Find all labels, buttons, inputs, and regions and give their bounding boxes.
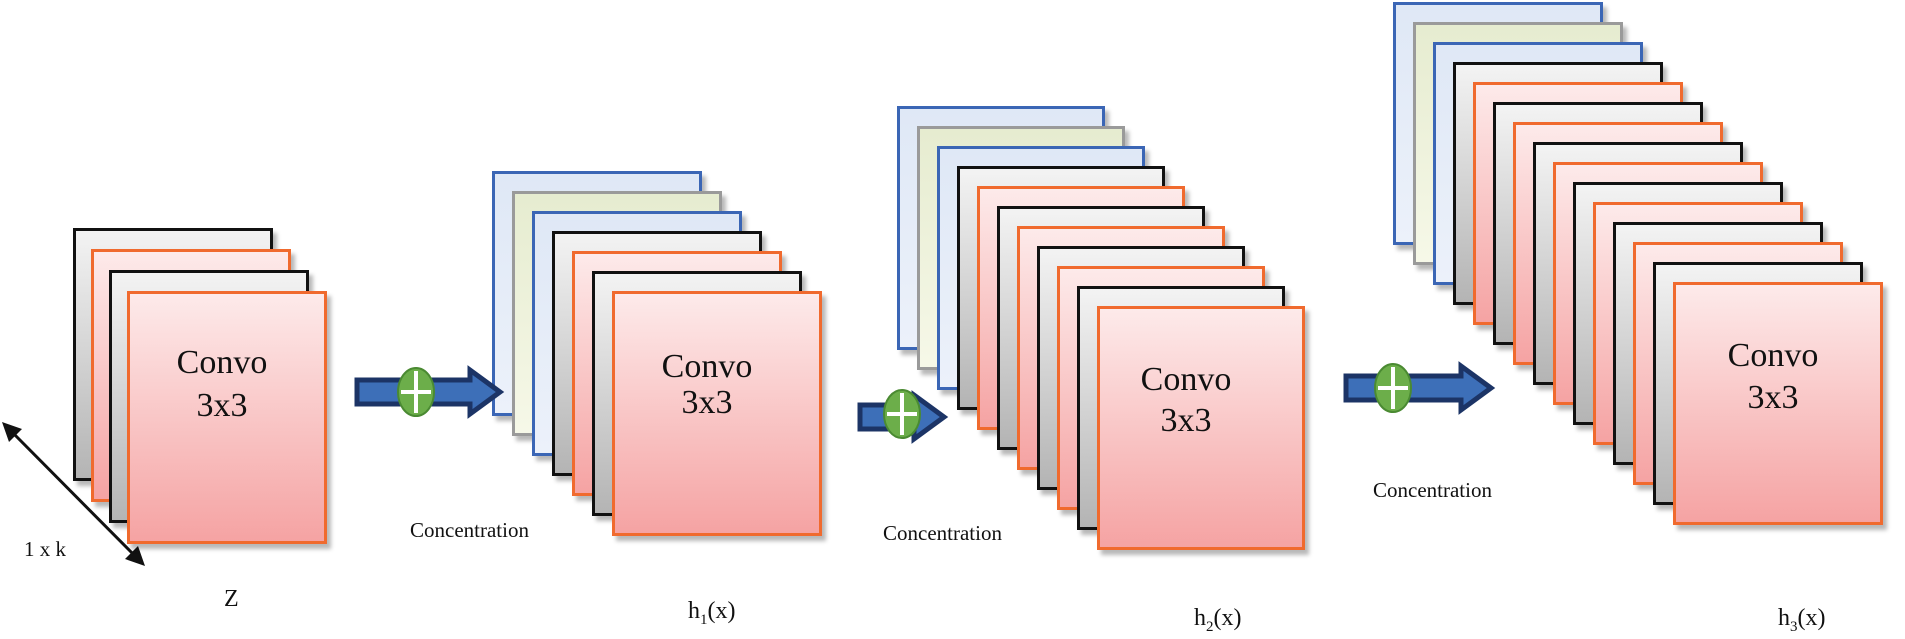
- h2-convo-text: Convo: [1140, 361, 1232, 398]
- z-feature-map-pink: [127, 291, 327, 544]
- dimension-label: 1 x k: [24, 537, 66, 561]
- h1-stage-label: h1(x): [688, 598, 736, 628]
- z-convo-text: Convo: [176, 344, 268, 381]
- h1-convo-text: Convo: [661, 348, 753, 385]
- h3-convo-text: Convo: [1727, 337, 1819, 374]
- h2-stage-label: h2(x): [1194, 605, 1242, 635]
- h2-kernel-text: 3x3: [1160, 402, 1212, 439]
- h3-kernel-text: 3x3: [1747, 379, 1799, 416]
- h1-feature-map-pink: [612, 291, 822, 536]
- c1-caption: Concentration: [410, 518, 529, 542]
- c2-caption: Concentration: [883, 521, 1002, 545]
- z-kernel-text: 3x3: [196, 387, 248, 424]
- h1-kernel-text: 3x3: [681, 384, 733, 421]
- c3-arrow-body: [1343, 361, 1496, 415]
- c3-caption: Concentration: [1373, 478, 1492, 502]
- h2-feature-map-pink: [1097, 306, 1305, 550]
- h3-feature-map-pink: [1673, 282, 1883, 525]
- z-stage-label: Z: [224, 586, 239, 612]
- h3-stage-label: h3(x): [1778, 605, 1826, 635]
